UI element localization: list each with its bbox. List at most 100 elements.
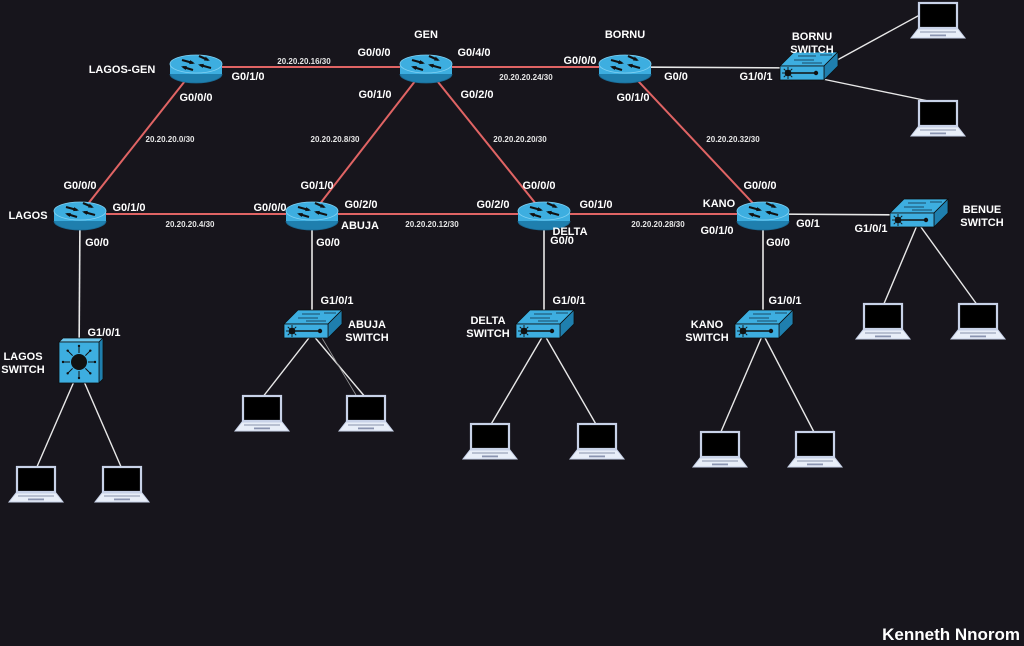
laptop[interactable] (909, 99, 967, 137)
port-label: G1/0/1 (320, 295, 353, 307)
switch-glyph (738, 333, 741, 336)
router-icon (169, 73, 223, 84)
switch-benue-switch[interactable] (889, 198, 949, 228)
port-label: G0/0/0 (522, 180, 555, 192)
switch-glyph (739, 327, 747, 335)
switch-name-line: BORNU (792, 31, 832, 43)
laptop[interactable] (568, 422, 626, 460)
router-bornu[interactable] (598, 54, 652, 84)
switch-name-line: SWITCH (790, 44, 833, 56)
router-name-label: LAGOS-GEN (89, 64, 156, 76)
router-icon (517, 220, 571, 231)
port-label: G0/1/0 (231, 71, 264, 83)
arrow-glyph (61, 360, 65, 364)
port-label: G0/2/0 (344, 199, 377, 211)
access-link (762, 333, 816, 435)
switch-abuja-switch[interactable] (283, 309, 343, 339)
laptop-screen (15, 465, 57, 494)
switch-kano-switch[interactable] (734, 309, 794, 339)
laptop-screen (699, 430, 741, 459)
arrow-glyph (546, 210, 552, 215)
access-link (807, 75, 939, 104)
laptop[interactable] (854, 302, 912, 340)
laptop[interactable] (337, 394, 395, 432)
lan-link-bornu-bornu-switch (624, 66, 809, 69)
switch-glyph (790, 68, 793, 71)
laptop[interactable] (233, 394, 291, 432)
arrow-glyph (552, 203, 558, 208)
router-delta[interactable] (517, 201, 571, 231)
laptop[interactable] (7, 465, 65, 503)
switch-delta-switch[interactable] (515, 309, 575, 339)
arrow-glyph (66, 349, 69, 352)
port-label: G0/0/0 (253, 202, 286, 214)
router-lagos[interactable] (53, 201, 107, 231)
access-link (489, 333, 545, 427)
switch-glyph (893, 222, 896, 225)
switch-glyph (738, 326, 741, 329)
laptop[interactable] (949, 302, 1007, 340)
switch-glyph (923, 217, 929, 223)
laptop-base (854, 329, 912, 340)
laptop-screen (917, 1, 959, 30)
laptop[interactable] (909, 1, 967, 39)
laptop-base (949, 329, 1007, 340)
arrow-glyph (434, 56, 440, 61)
arrow-glyph (89, 349, 92, 352)
laptop[interactable] (786, 430, 844, 468)
switch-glyph (519, 333, 522, 336)
router-icon (736, 220, 790, 231)
laptop-screen (576, 422, 618, 451)
laptop[interactable] (691, 430, 749, 468)
laptop-base (909, 126, 967, 137)
port-label: G0/1/0 (616, 92, 649, 104)
router-icon (598, 73, 652, 84)
switch-bornu-switch[interactable] (779, 51, 839, 81)
port-label: G0/0/0 (743, 180, 776, 192)
laptop-base (909, 28, 967, 39)
laptop[interactable] (93, 465, 151, 503)
router-lagos-gen[interactable] (169, 54, 223, 84)
router-kano[interactable] (736, 201, 790, 231)
switch-name-line: SWITCH (1, 364, 44, 376)
port-label: G0/0/0 (63, 180, 96, 192)
port-label: G0/1/0 (579, 199, 612, 211)
arrow-glyph (756, 207, 762, 212)
subnet-label: 20.20.20.20/30 (493, 135, 547, 144)
laptop-touchpad (114, 498, 130, 501)
arrow-glyph (297, 213, 303, 217)
switch-glyph (317, 328, 323, 334)
lan-link-lagos-lagos-switch (78, 213, 81, 363)
port-label: G0/1/0 (300, 180, 333, 192)
laptop-touchpad (358, 427, 374, 430)
router-gen[interactable] (399, 54, 453, 84)
laptop-base (337, 421, 395, 432)
laptop-touchpad (482, 455, 498, 458)
arrow-glyph (314, 210, 320, 215)
arrow-glyph (748, 213, 754, 217)
subnet-label: 20.20.20.4/30 (166, 220, 215, 229)
switch-glyph (783, 75, 786, 78)
laptop[interactable] (461, 422, 519, 460)
arrow-glyph (65, 213, 71, 217)
arrow-glyph (189, 60, 195, 65)
laptop-base (93, 492, 151, 503)
router-abuja[interactable] (285, 201, 339, 231)
switch-name-line: DELTA (470, 315, 505, 327)
arrow-glyph (633, 56, 639, 61)
arrow-glyph (204, 56, 210, 61)
port-label: G1/0/1 (739, 71, 772, 83)
port-label: G0/1/0 (112, 202, 145, 214)
switch-icon (98, 337, 104, 384)
switch-name-line: BENUE (963, 204, 1002, 216)
switch-lagos-switch[interactable] (58, 337, 104, 384)
arrow-glyph (428, 63, 434, 68)
laptop-touchpad (807, 463, 823, 466)
arrow-glyph (765, 210, 771, 215)
switch-glyph (71, 354, 87, 370)
router-icon (399, 73, 453, 84)
